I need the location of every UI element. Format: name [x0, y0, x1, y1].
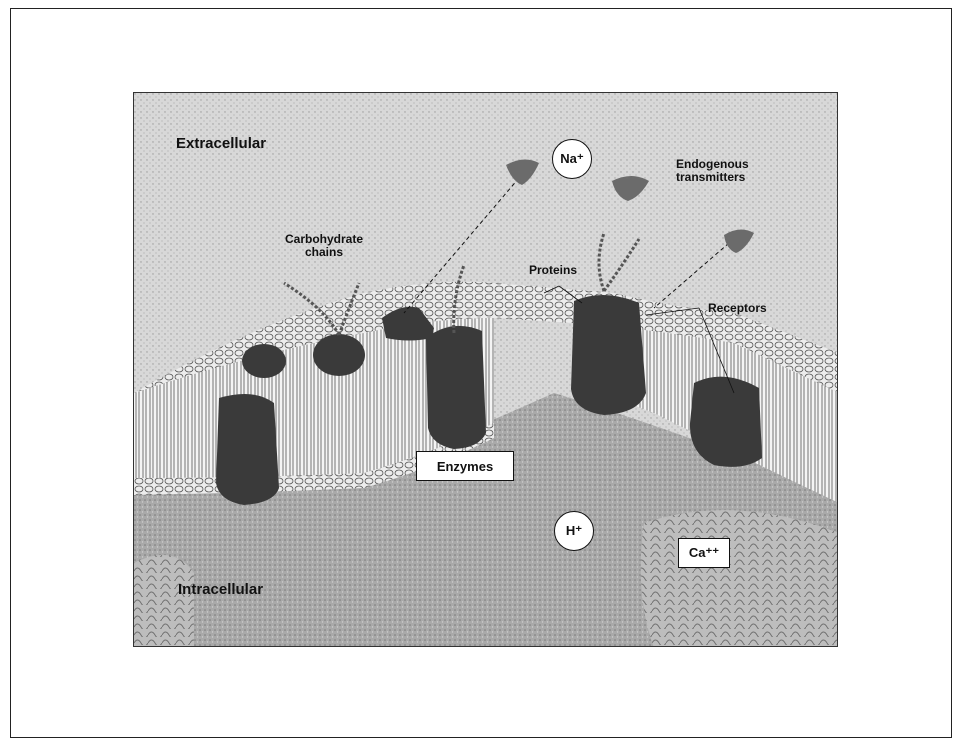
intracellular-label: Intracellular — [178, 581, 263, 598]
carbohydrate-chains-label: Carbohydrate chains — [274, 233, 374, 259]
glycoprotein-1 — [313, 334, 365, 376]
receptors-label: Receptors — [708, 302, 767, 315]
cytoskeleton-pattern-right — [641, 510, 838, 647]
cytoskeleton-pattern-left — [134, 555, 194, 647]
peripheral-protein-1 — [242, 344, 286, 378]
transmembrane-protein-1 — [216, 394, 279, 505]
extracellular-label: Extracellular — [176, 135, 266, 152]
sodium-ion: Na⁺ — [552, 139, 592, 179]
proteins-label: Proteins — [529, 264, 577, 277]
enzymes-box: Enzymes — [416, 451, 514, 481]
cell-membrane-diagram: Extracellular Intracellular Carbohydrate… — [133, 92, 838, 647]
calcium-ion-box: Ca⁺⁺ — [678, 538, 730, 568]
transmembrane-receptor-protein — [571, 295, 646, 415]
hydrogen-ion: H⁺ — [554, 511, 594, 551]
transmembrane-protein-enzyme — [426, 326, 486, 449]
endogenous-transmitters-label: Endogenous transmitters — [676, 158, 766, 184]
transmembrane-protein-right — [690, 377, 762, 467]
